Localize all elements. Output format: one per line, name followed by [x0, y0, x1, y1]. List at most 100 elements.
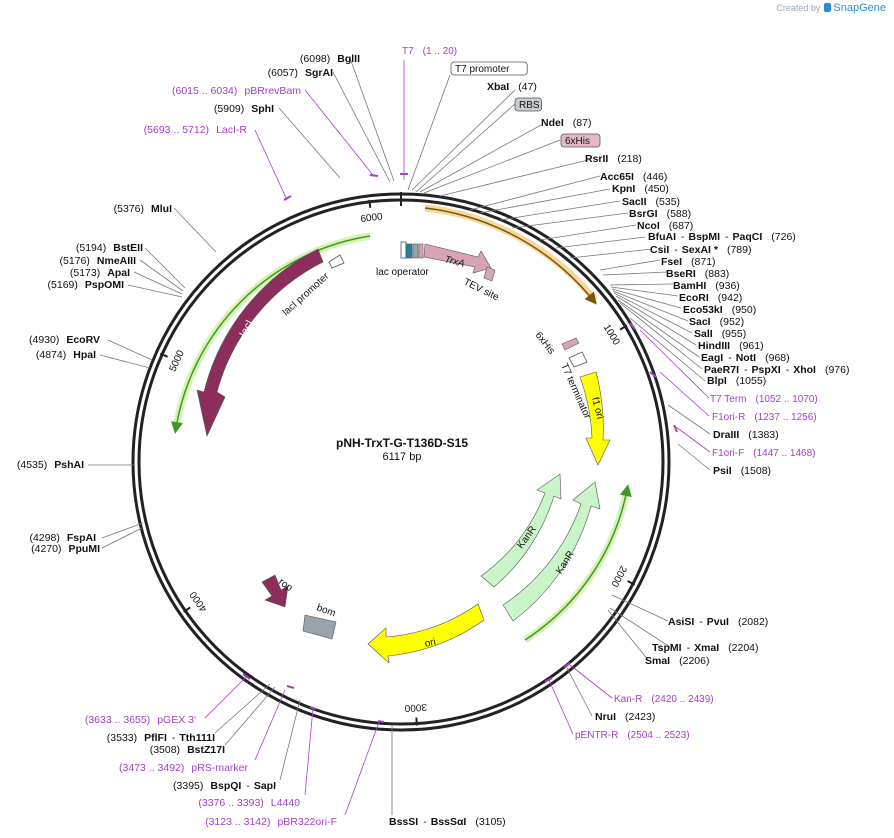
- tick-label-2000: 2000: [608, 564, 628, 589]
- site-paer7i[interactable]: PaeR7I-PspXI-XhoI(976): [704, 364, 849, 376]
- site-part: T7 Term: [710, 394, 747, 405]
- site-csii[interactable]: CsiI-SexAI *(789): [650, 244, 751, 256]
- site-part: (5376): [114, 203, 144, 215]
- site-f1ori-r[interactable]: F1ori-R(1237 .. 1256): [712, 412, 817, 423]
- feature-box-label: T7 promoter: [455, 64, 510, 75]
- site-part: BstEII: [113, 242, 143, 254]
- site-pflfi[interactable]: (3533)PflFI-Tth111I: [107, 732, 215, 744]
- site-part: RsrII: [585, 153, 608, 165]
- site-part: (3123 .. 3142): [205, 816, 270, 828]
- site-bsrgi[interactable]: BsrGI(588): [629, 208, 691, 220]
- site-ppumi[interactable]: (4270)PpuMI: [31, 543, 100, 555]
- site-part: Tth111I: [179, 732, 215, 744]
- site-bstz17i[interactable]: (3508)BstZ17I: [150, 744, 225, 756]
- site-l4440[interactable]: (3376 .. 3393)L4440: [198, 797, 300, 809]
- feature-box: [514, 97, 543, 112]
- site-prs-marker[interactable]: (3473 .. 3492)pRS-marker: [119, 762, 248, 774]
- site-bsssi[interactable]: BssSI-BssSαI(3105): [389, 816, 506, 828]
- site-f1ori-f[interactable]: F1ori-F(1447 .. 1468): [712, 448, 816, 459]
- site-hindiii[interactable]: HindIII(961): [698, 340, 764, 352]
- site-nrui[interactable]: NruI(2423): [595, 711, 655, 723]
- site-fspai[interactable]: (4298)FspAI: [29, 532, 96, 544]
- kanr-feature-2: [502, 481, 601, 622]
- site-draiii[interactable]: DraIII(1383): [713, 429, 779, 441]
- site-part: AsiSI: [668, 616, 694, 628]
- site-tspmi[interactable]: TspMI-XmaI(2204): [652, 642, 759, 654]
- site-part: (3376 .. 3393): [198, 797, 263, 809]
- site-mlui[interactable]: (5376)MluI: [114, 203, 172, 215]
- site-part: (4270): [31, 543, 61, 555]
- site-nmeaiii[interactable]: (5176)NmeAIII: [60, 255, 137, 267]
- site-part: BfuAI: [648, 231, 676, 243]
- site-part: BssSαI: [431, 816, 467, 828]
- site-eagi[interactable]: EagI-NotI(968): [701, 352, 790, 364]
- site-fsei[interactable]: FseI(871): [661, 256, 716, 268]
- site-6xhis[interactable]: 6xHis: [560, 133, 601, 148]
- site-hpai[interactable]: (4874)HpaI: [36, 349, 96, 361]
- site-pgex-3[interactable]: (3633 .. 3655)pGEX 3': [85, 714, 196, 726]
- site-sgrai[interactable]: (6057)SgrAI: [268, 67, 333, 79]
- site-part: (588): [667, 208, 692, 220]
- site-text: (5173)ApaI: [70, 267, 130, 279]
- f1-ori-label: f1 ori: [589, 396, 605, 420]
- site-text: HindIII(961): [698, 340, 764, 352]
- tick-mark-2000: [627, 580, 636, 586]
- site-sacii[interactable]: SacII(535): [622, 196, 680, 208]
- rop-feature: [261, 574, 289, 608]
- site-ecorv[interactable]: (4930)EcoRV: [29, 334, 100, 346]
- site-acc65i[interactable]: Acc65I(446): [600, 171, 667, 183]
- site-kpni[interactable]: KpnI(450): [612, 183, 669, 195]
- site-t7-term[interactable]: T7 Term(1052 .. 1070): [710, 394, 818, 405]
- site-pbr322ori-f[interactable]: (3123 .. 3142)pBR322ori-F: [205, 816, 337, 828]
- site-rsrii[interactable]: RsrII(218): [585, 153, 642, 165]
- site-bamhi[interactable]: BamHI(936): [673, 280, 740, 292]
- site-blpi[interactable]: BlpI(1055): [707, 375, 766, 387]
- site-eco53ki[interactable]: Eco53kI(950): [683, 304, 756, 316]
- site-sali[interactable]: SalI(955): [694, 328, 746, 340]
- site-pbrrevbam[interactable]: (6015 .. 6034)pBRrevBam: [172, 85, 301, 97]
- site-part: BspMI: [689, 231, 721, 243]
- site-part: -: [699, 616, 703, 628]
- site-ncoi[interactable]: NcoI(687): [637, 220, 693, 232]
- site-text: (5909)SphI: [214, 103, 274, 115]
- site-part: SalI: [694, 328, 713, 340]
- site-part: (450): [644, 183, 669, 195]
- site-part: (1383): [748, 429, 778, 441]
- site-text: (3533)PflFI-Tth111I: [107, 732, 215, 744]
- site-apai[interactable]: (5173)ApaI: [70, 267, 130, 279]
- tick-mark-1000: [619, 324, 628, 331]
- tev-label: TEV site: [462, 277, 501, 304]
- site-pentr-r[interactable]: pENTR-R(2504 .. 2523): [575, 730, 690, 741]
- site-xbai[interactable]: XbaI(47): [487, 81, 537, 93]
- site-text: AsiSI-PvuI(2082): [668, 616, 768, 628]
- site-pshai[interactable]: (4535)PshAI: [17, 459, 84, 471]
- site-part: F1ori-R: [712, 412, 745, 423]
- site-part: (5173): [70, 267, 100, 279]
- site-saci[interactable]: SacI(952): [689, 316, 744, 328]
- bom-label: bom: [315, 602, 337, 619]
- site-bglii[interactable]: (6098)BglII: [300, 53, 360, 65]
- site-smai[interactable]: SmaI(2206): [645, 655, 709, 667]
- site-pspomi[interactable]: (5169)PspOMI: [48, 279, 125, 291]
- site-bseri[interactable]: BseRI(883): [666, 268, 729, 280]
- site-t7-promoter[interactable]: T7 promoter: [450, 61, 528, 76]
- site-kan-r[interactable]: Kan-R(2420 .. 2439): [614, 694, 714, 705]
- site-text: RsrII(218): [585, 153, 642, 165]
- site-sphi[interactable]: (5909)SphI: [214, 103, 274, 115]
- site-text: (4270)PpuMI: [31, 543, 100, 555]
- site-ecori[interactable]: EcoRI(942): [679, 292, 742, 304]
- site-ndei[interactable]: NdeI(87): [541, 117, 591, 129]
- t7-promoter-feature: [400, 241, 407, 259]
- site-psii[interactable]: PsiI(1508): [713, 465, 771, 477]
- site-text: Eco53kI(950): [683, 304, 756, 316]
- site-bsteii[interactable]: (5194)BstEII: [76, 242, 143, 254]
- site-bspqi[interactable]: (3395)BspQI-SapI: [173, 780, 276, 792]
- site-part: -: [681, 231, 685, 243]
- site-laci-r[interactable]: (5693 .. 5712)LacI-R: [144, 124, 248, 136]
- main-orf-arc: [424, 207, 597, 305]
- site-asisi[interactable]: AsiSI-PvuI(2082): [668, 616, 768, 628]
- site-rbs[interactable]: RBS: [514, 97, 543, 112]
- site-t7[interactable]: T7(1 .. 20): [402, 46, 457, 57]
- site-bfuai[interactable]: BfuAI-BspMI-PaqCI(726): [648, 231, 796, 243]
